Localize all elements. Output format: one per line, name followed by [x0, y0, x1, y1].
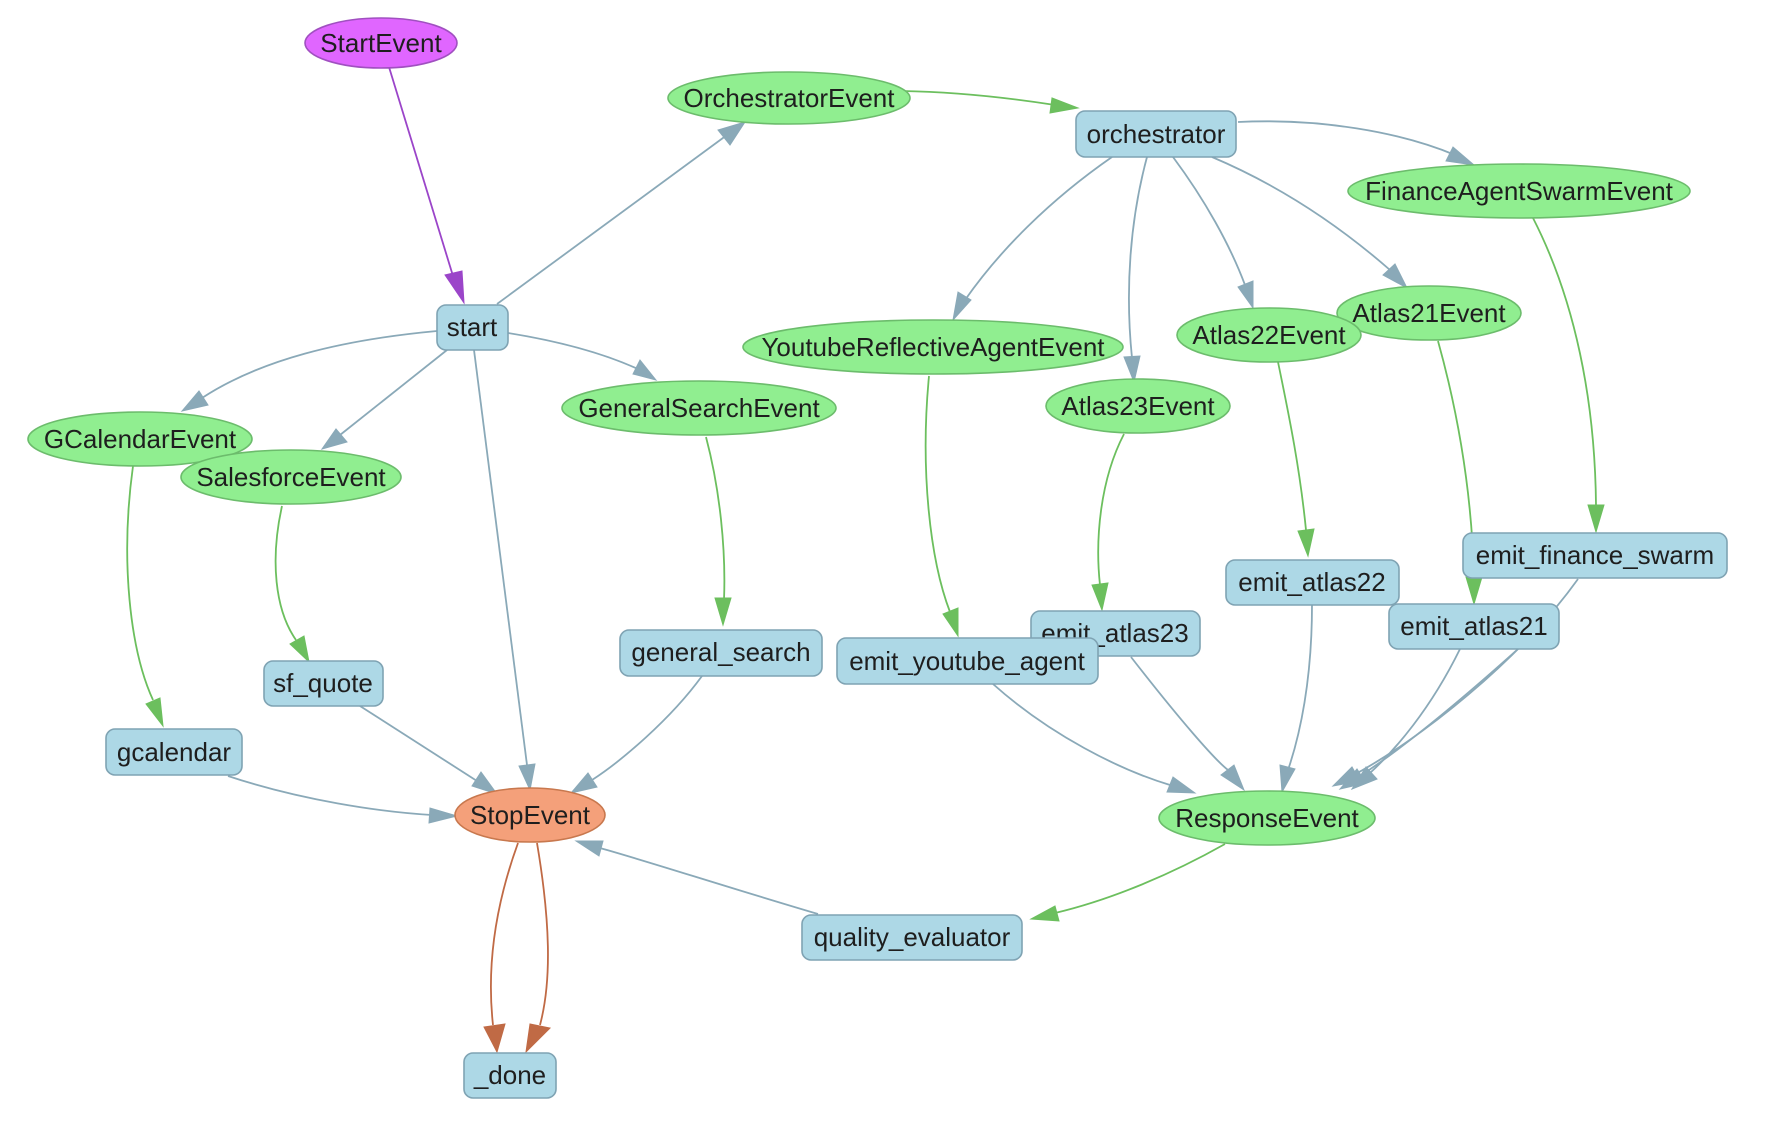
node-emitatlas21: emit_atlas21: [1388, 603, 1560, 650]
node-atlas21event-label: Atlas21Event: [1352, 298, 1506, 328]
node-atlas22event: Atlas22Event: [1176, 307, 1362, 363]
edge-atlas23event-emitatlas23: [1091, 433, 1125, 612]
node-sfquote: sf_quote: [263, 660, 384, 707]
edge-gcalendar-stopevent: [227, 775, 459, 824]
node-youtubereflectiveagentevent: YoutubeReflectiveAgentEvent: [742, 319, 1124, 375]
node-stopevent: StopEvent: [454, 787, 606, 843]
node-emitatlas21-label: emit_atlas21: [1400, 611, 1547, 641]
edge-atlas22event-emitatlas22: [1277, 361, 1315, 558]
edge-orchestrator-youtubeevent: [952, 156, 1113, 322]
edge-orchestratorevent-orchestrator: [901, 90, 1080, 114]
edge-emityoutube-responseevent: [992, 683, 1197, 794]
node-orchestratorevent-label: OrchestratorEvent: [684, 83, 896, 113]
edge-start-orchestratorevent: [496, 121, 747, 305]
node-generalsearchevent: GeneralSearchEvent: [561, 380, 837, 436]
edge-emitatlas22-responseevent: [1279, 604, 1313, 794]
node-done-label: _done: [473, 1060, 546, 1090]
edge-startevent-start: [388, 66, 465, 305]
node-sfquote-label: sf_quote: [273, 668, 373, 698]
node-gcalendarevent-label: GCalendarEvent: [44, 424, 237, 454]
node-emityoutubeagent-label: emit_youtube_agent: [849, 646, 1085, 676]
edge-orchestrator-atlas21event: [1211, 156, 1409, 290]
node-salesforceevent: SalesforceEvent: [180, 449, 402, 505]
node-start-label: start: [447, 312, 498, 342]
edge-sfquote-stopevent: [359, 705, 499, 795]
edge-start-generalsearchevent: [507, 332, 658, 381]
node-startevent: StartEvent: [304, 17, 458, 69]
node-emitfinanceswarm-label: emit_finance_swarm: [1476, 540, 1714, 570]
node-responseevent: ResponseEvent: [1158, 790, 1376, 846]
edge-youtubeevent-emityoutube: [924, 375, 959, 638]
edge-start-gcalendarevent: [180, 330, 438, 412]
node-gcalendar-label: gcalendar: [117, 737, 232, 767]
node-atlas21event: Atlas21Event: [1336, 285, 1522, 341]
node-atlas22event-label: Atlas22Event: [1192, 320, 1346, 350]
node-generalsearchevent-label: GeneralSearchEvent: [578, 393, 820, 423]
edge-salesforceevent-sfquote: [274, 505, 310, 664]
edge-generalsearch-stopevent: [569, 675, 703, 794]
edge-orchestrator-atlas22event: [1172, 156, 1254, 310]
edge-emitatlas23-responseevent: [1130, 656, 1246, 792]
edge-stopevent-done-2: [525, 842, 552, 1054]
node-gcalendar: gcalendar: [105, 728, 243, 776]
edge-orchestrator-financeevent: [1237, 120, 1476, 166]
edge-generalsearchevent-generalsearch: [705, 436, 732, 627]
node-orchestratorevent: OrchestratorEvent: [667, 71, 911, 125]
node-atlas23event-label: Atlas23Event: [1061, 391, 1215, 421]
node-emitatlas22-label: emit_atlas22: [1238, 567, 1385, 597]
node-financeagentswarmevent: FinanceAgentSwarmEvent: [1347, 163, 1691, 219]
edge-gcalendarevent-gcalendar: [126, 465, 164, 728]
node-emityoutubeagent: emit_youtube_agent: [836, 637, 1099, 685]
node-generalsearch-label: general_search: [631, 637, 810, 667]
node-youtubereflectiveagentevent-label: YoutubeReflectiveAgentEvent: [761, 332, 1105, 362]
edge-responseevent-qualityevaluator: [1029, 843, 1226, 922]
edge-stopevent-done-1: [483, 842, 519, 1054]
node-salesforceevent-label: SalesforceEvent: [196, 462, 386, 492]
node-financeagentswarmevent-label: FinanceAgentSwarmEvent: [1365, 176, 1674, 206]
node-orchestrator: orchestrator: [1075, 110, 1237, 158]
node-emitatlas22: emit_atlas22: [1225, 559, 1400, 606]
edge-orchestrator-atlas23event: [1123, 156, 1148, 384]
edge-start-stopevent: [473, 349, 536, 792]
node-startevent-label: StartEvent: [320, 28, 442, 58]
node-qualityevaluator: quality_evaluator: [801, 914, 1023, 961]
edge-start-salesforceevent: [320, 349, 448, 450]
node-gcalendarevent: GCalendarEvent: [27, 411, 253, 467]
node-done: _done: [463, 1052, 557, 1099]
node-emitfinanceswarm: emit_finance_swarm: [1462, 532, 1728, 579]
edge-qualityevaluator-stopevent: [574, 840, 819, 915]
node-atlas23event: Atlas23Event: [1045, 378, 1231, 434]
node-qualityevaluator-label: quality_evaluator: [814, 922, 1011, 952]
node-orchestrator-label: orchestrator: [1087, 119, 1226, 149]
node-responseevent-label: ResponseEvent: [1175, 803, 1359, 833]
node-start: start: [436, 304, 509, 351]
node-generalsearch: general_search: [619, 629, 823, 677]
edge-emitatlas21-responseevent-2: [1350, 648, 1461, 791]
node-stopevent-label: StopEvent: [470, 800, 591, 830]
edge-financeevent-emitfinance: [1532, 217, 1605, 534]
